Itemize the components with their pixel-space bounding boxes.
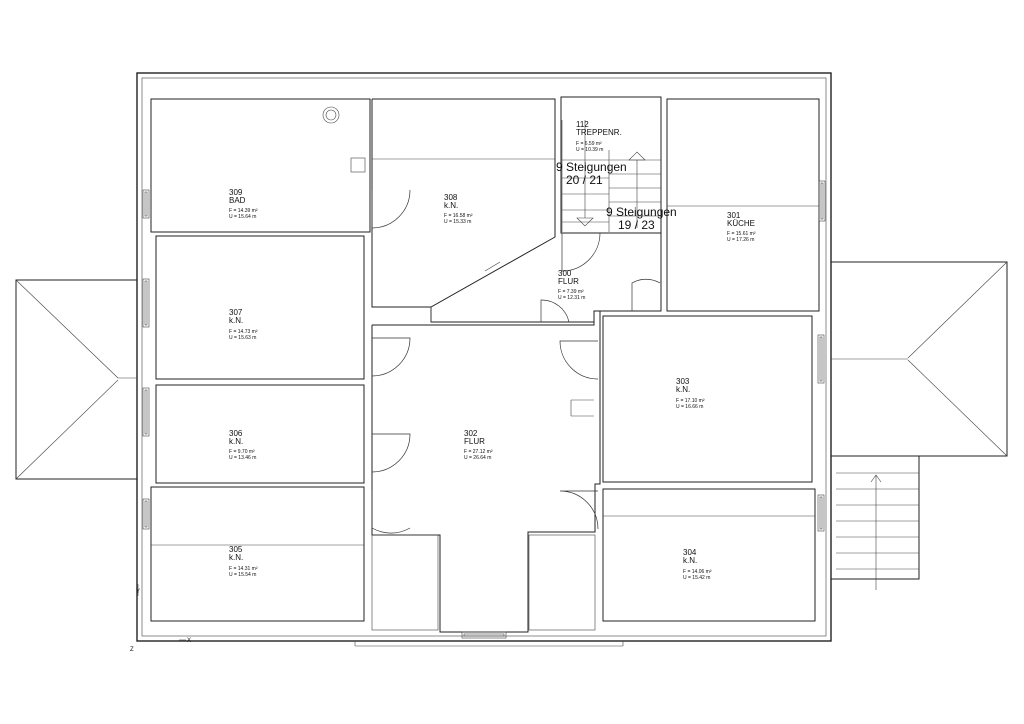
svg-text:U = 15.42 m: U = 15.42 m [683, 575, 710, 581]
axis-x-label: X [187, 638, 191, 644]
svg-text:U = 15.54 m: U = 15.54 m [229, 572, 256, 578]
svg-text:19 / 23: 19 / 23 [618, 218, 655, 232]
room-label-301: 301 KÜCHE F = 15.61 m² U = 17.26 m [727, 211, 756, 243]
svg-text:F = 16.58 m²: F = 16.58 m² [444, 213, 473, 219]
doors [371, 189, 661, 534]
room-label-300: 300 FLUR F = 7.39 m² U = 12.31 m [558, 269, 585, 301]
svg-text:F = 27.12 m²: F = 27.12 m² [464, 449, 493, 455]
axis-z-label: Z [130, 647, 134, 653]
svg-text:308: 308 [444, 193, 458, 202]
axis-y-label: Y [136, 589, 140, 595]
door-305 [371, 490, 411, 534]
door-300 [540, 299, 570, 323]
room-walls [150, 96, 820, 633]
svg-text:F = 17.10 m²: F = 17.10 m² [676, 398, 705, 404]
svg-text:k.N.: k.N. [229, 316, 243, 325]
svg-text:FLUR: FLUR [464, 437, 485, 446]
door-301 [631, 278, 661, 311]
svg-text:300: 300 [558, 269, 572, 278]
svg-text:304: 304 [683, 548, 697, 557]
svg-text:F = 14.73 m²: F = 14.73 m² [229, 329, 258, 335]
door-306 [371, 433, 411, 473]
room-label-304: 304 k.N. F = 14.06 m² U = 15.42 m [683, 548, 712, 581]
room-label-302: 302 FLUR F = 27.12 m² U = 26.64 m [464, 429, 493, 461]
svg-text:112: 112 [576, 120, 589, 129]
svg-text:U = 16.66 m: U = 16.66 m [676, 404, 703, 410]
svg-text:20 / 21: 20 / 21 [566, 173, 603, 187]
svg-text:U = 15.63 m: U = 15.63 m [229, 335, 256, 341]
svg-text:BAD: BAD [229, 196, 246, 205]
svg-text:U = 26.64 m: U = 26.64 m [464, 455, 491, 461]
svg-text:U = 15.64 m: U = 15.64 m [229, 214, 256, 220]
axis-indicator: Y X Z [130, 584, 191, 653]
svg-text:U = 13.46 m: U = 13.46 m [229, 455, 256, 461]
svg-text:306: 306 [229, 429, 243, 438]
svg-text:302: 302 [464, 429, 478, 438]
door-112 [561, 232, 601, 272]
svg-text:k.N.: k.N. [444, 201, 458, 210]
svg-text:k.N.: k.N. [229, 553, 243, 562]
svg-text:309: 309 [229, 188, 243, 197]
svg-text:307: 307 [229, 308, 243, 317]
svg-text:F = 14.31 m²: F = 14.31 m² [229, 566, 258, 572]
windows [142, 180, 826, 639]
external-staircase [830, 455, 920, 590]
svg-text:k.N.: k.N. [676, 385, 690, 394]
svg-text:TREPPENR.: TREPPENR. [576, 128, 622, 137]
door-304 [559, 490, 599, 530]
svg-text:9 Steigungen: 9 Steigungen [556, 160, 627, 174]
svg-text:F = 6.59 m²: F = 6.59 m² [576, 141, 602, 147]
svg-text:F = 14.39 m²: F = 14.39 m² [229, 208, 258, 214]
svg-text:9 Steigungen: 9 Steigungen [606, 205, 677, 219]
left-roof-dormer [15, 279, 138, 480]
svg-text:F = 14.06 m²: F = 14.06 m² [683, 569, 712, 575]
svg-text:U = 17.26 m: U = 17.26 m [727, 237, 754, 243]
room-label-112: 112 TREPPENR. F = 6.59 m² U = 10.39 m [576, 120, 622, 153]
svg-text:FLUR: FLUR [558, 277, 579, 286]
svg-text:301: 301 [727, 211, 741, 220]
room-label-303: 303 k.N. F = 17.10 m² U = 16.66 m [676, 377, 705, 410]
svg-text:U = 12.31 m: U = 12.31 m [558, 295, 585, 301]
svg-text:KÜCHE: KÜCHE [727, 219, 755, 228]
room-label-308: 308 k.N. F = 16.58 m² U = 15.33 m [444, 193, 473, 225]
room-label-307: 307 k.N. F = 14.73 m² U = 15.63 m [229, 308, 258, 341]
svg-text:F = 15.61 m²: F = 15.61 m² [727, 231, 756, 237]
svg-text:305: 305 [229, 545, 243, 554]
svg-text:k.N.: k.N. [229, 437, 243, 446]
right-roof-dormer [830, 261, 1008, 457]
room-label-306: 306 k.N. F = 9.70 m² U = 13.46 m [229, 429, 256, 461]
room-label-305: 305 k.N. F = 14.31 m² U = 15.54 m [229, 545, 258, 578]
room-label-309: 309 BAD F = 14.39 m² U = 15.64 m [229, 188, 258, 220]
svg-text:F = 7.39 m²: F = 7.39 m² [558, 289, 584, 295]
svg-text:k.N.: k.N. [683, 556, 697, 565]
svg-text:F = 9.70 m²: F = 9.70 m² [229, 449, 255, 455]
door-308 [371, 189, 411, 229]
door-307 [371, 337, 411, 377]
stair-annotation-upper: 9 Steigungen 20 / 21 [556, 160, 627, 187]
svg-text:U = 10.39 m: U = 10.39 m [576, 147, 603, 153]
svg-text:U = 15.33 m: U = 15.33 m [444, 219, 471, 225]
svg-text:303: 303 [676, 377, 690, 386]
stair-annotation-lower: 9 Steigungen 19 / 23 [606, 205, 677, 232]
door-303 [559, 340, 599, 380]
